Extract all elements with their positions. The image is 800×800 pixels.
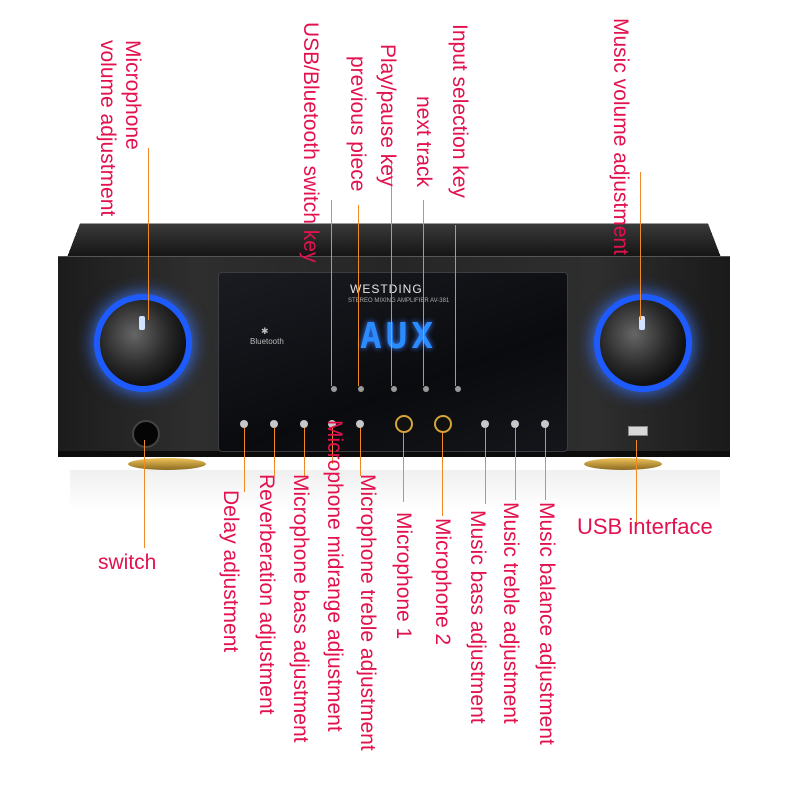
label-previous-piece: previous piece [346,56,369,192]
music-balance-knob[interactable] [541,420,549,428]
label-usb-interface: USB interface [577,514,713,539]
callout-line-usb-bt [331,200,332,386]
label-music-treble: Music treble adjustment [499,502,522,724]
callout-line-music-balance [545,428,546,500]
label-mic-bass: Microphone bass adjustment [289,474,312,743]
label-music-bass: Music bass adjustment [466,510,489,724]
callout-line-switch [144,440,145,548]
label-usb-bluetooth-switch: USB/Bluetooth switch key [299,22,322,263]
reflection [70,470,720,510]
callout-line-usb [636,440,637,524]
label-play-pause: Play/pause key [376,44,399,187]
model-subtitle: STEREO MIXING AMPLIFIER AV-381 [348,298,450,304]
mic-midrange-knob[interactable] [328,420,336,428]
callout-line-mic-volume [148,148,149,320]
label-switch: switch [98,551,157,574]
callout-line-mic1 [403,432,404,502]
label-mic-volume-line2: volume adjustment [96,40,119,217]
callout-line-mic-bass [304,428,305,476]
label-input-selection: Input selection key [448,24,471,198]
callout-line-previous [358,205,359,386]
callout-line-play-pause [391,160,392,386]
music-volume-knob[interactable] [600,300,686,386]
usb-bluetooth-switch-key[interactable] [331,386,337,392]
left-foot [128,458,206,470]
mic-treble-knob[interactable] [356,420,364,428]
callout-line-next [423,200,424,386]
callout-line-music-treble [515,428,516,500]
label-mic-treble: Microphone treble adjustment [356,474,379,751]
previous-piece-button[interactable] [358,386,364,392]
callout-line-music-volume [640,172,641,320]
label-mic-midrange: Microphone midrange adjustment [323,420,346,732]
label-microphone-2: Microphone 2 [431,518,454,646]
brand-logo: WESTDING [350,282,423,296]
reverberation-knob[interactable] [270,420,278,428]
callout-line-music-bass [485,428,486,504]
label-delay: Delay adjustment [219,490,242,653]
callout-line-input [455,225,456,386]
bluetooth-icon: ✱ [261,326,269,336]
input-selection-button[interactable] [455,386,461,392]
music-bass-knob[interactable] [481,420,489,428]
music-treble-knob[interactable] [511,420,519,428]
play-pause-button[interactable] [391,386,397,392]
bluetooth-label: Bluetooth [250,337,284,346]
callout-line-mic-treble [360,428,361,476]
delay-knob[interactable] [240,420,248,428]
label-next-track: next track [412,96,435,188]
label-reverberation: Reverberation adjustment [255,474,278,715]
label-music-balance: Music balance adjustment [535,502,558,745]
display-readout: AUX [360,316,438,357]
callout-line-delay [244,428,245,492]
label-microphone-1: Microphone 1 [392,512,415,640]
label-music-volume: Music volume adjustment [609,18,632,255]
mic-bass-knob[interactable] [300,420,308,428]
right-foot [584,458,662,470]
callout-line-reverb [274,428,275,476]
microphone-volume-knob[interactable] [100,300,186,386]
next-track-button[interactable] [423,386,429,392]
callout-line-mic-mid [332,428,333,464]
microphone-2-jack[interactable] [434,415,452,433]
callout-line-mic2 [442,432,443,516]
label-mic-volume-line1: Microphone [121,40,144,150]
power-switch[interactable] [132,420,160,448]
usb-port[interactable] [628,426,648,436]
microphone-1-jack[interactable] [395,415,413,433]
